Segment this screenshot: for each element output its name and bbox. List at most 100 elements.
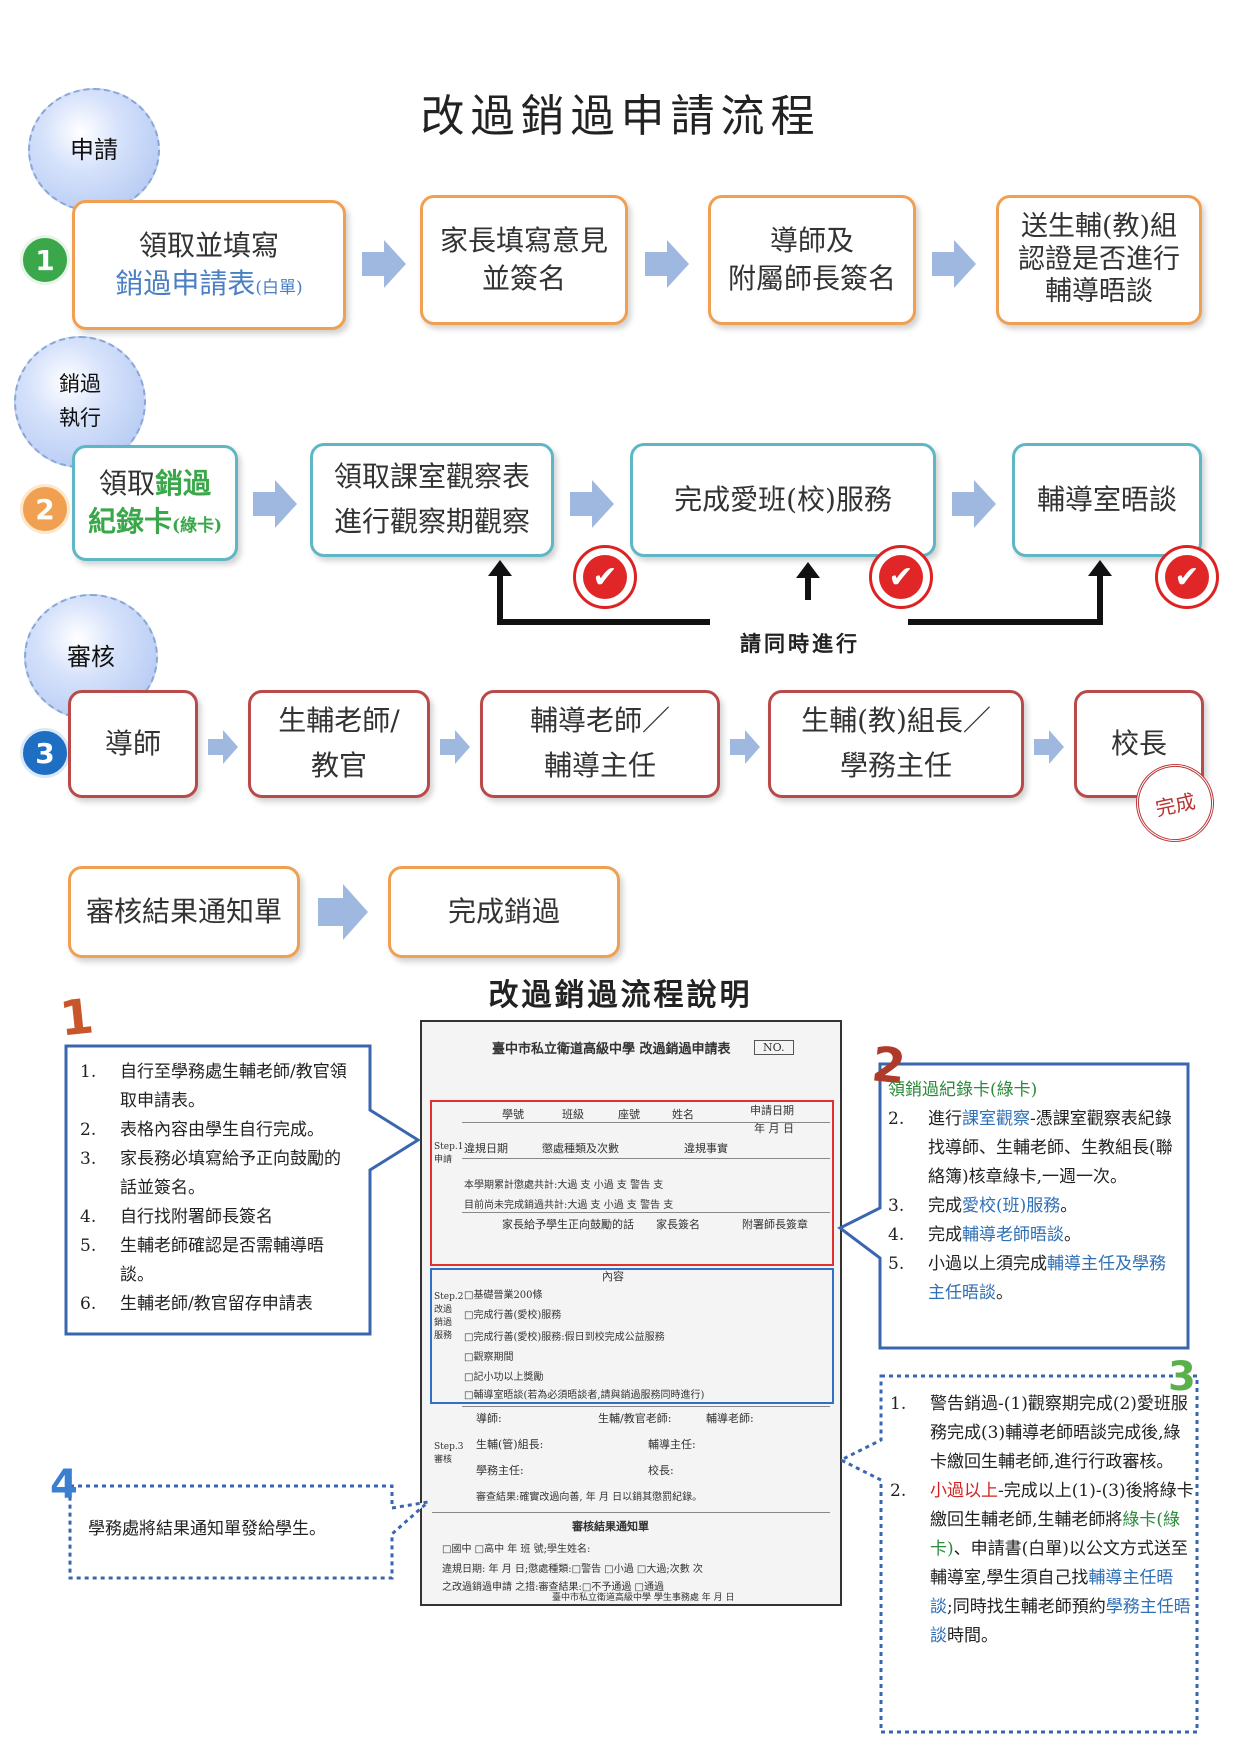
row2-box-observe: 領取課室觀察表 進行觀察期觀察: [310, 443, 554, 557]
note3-list: 1.警告銷過-(1)觀察期完成(2)愛班服務完成(3)輔導老師晤談完成後,綠卡繳…: [890, 1390, 1195, 1651]
form-field: 年 月 日: [754, 1122, 794, 1135]
concurrent-label: 請同時進行: [740, 631, 860, 656]
form-field: 審查結果:確實改過向善, 年 月 日以銷其懲罰紀錄。: [476, 1492, 703, 1503]
row2-box-get-card: 領取銷過 紀錄卡(綠卡): [72, 445, 238, 561]
form-title: 臺中市私立衛道高級中學 改過銷過申請表: [492, 1042, 731, 1057]
row1-box-parent-sign: 家長填寫意見 並簽名: [420, 195, 628, 325]
step-1-badge: 1: [20, 235, 70, 285]
row2-box1-pre: 領取: [98, 467, 155, 501]
list-item: 3.完成愛校(班)服務。: [888, 1196, 1078, 1216]
row1-box-get-form: 領取並填寫 銷過申請表(白單): [72, 200, 346, 330]
explain-title: 改過銷過流程說明: [488, 978, 753, 1013]
list-item: 2.進行課室觀察-憑課室觀察表紀錄找導師、生輔老師、生教組長(聯絡簿)核章綠卡,…: [888, 1109, 1173, 1187]
form-field: 學號: [502, 1108, 524, 1121]
form-step3: Step.3 審核: [434, 1442, 464, 1465]
note1-list: 1.自行至學務處生輔老師/教官領取申請表。 2.表格內容由學生自行完成。 3.家長務…: [80, 1058, 350, 1319]
list-item: 1.警告銷過-(1)觀察期完成(2)愛班服務完成(3)輔導老師晤談完成後,綠卡繳…: [890, 1394, 1188, 1472]
row3-box-discipline: 生輔老師/ 教官: [248, 690, 430, 798]
form-field: 本學期累計懲處共計:大過 支 小過 支 警告 支: [464, 1180, 664, 1191]
note2-lead: 領銷過紀錄卡(綠卡): [888, 1080, 1038, 1100]
form-field: □輔導室晤談(若為必須晤談者,請與銷過服務同時進行): [464, 1390, 705, 1401]
form-step2: Step.2 改過銷過服務: [434, 1292, 464, 1341]
arrow-right-icon: [208, 730, 238, 764]
row4-box-notice: 審核結果通知單: [68, 866, 300, 958]
note4-text: 學務處將結果通知單發給學生。: [88, 1519, 326, 1539]
form-field: 審核結果通知單: [572, 1520, 649, 1533]
form-field: □國中 □高中 年 班 號;學生姓名:: [442, 1544, 591, 1555]
form-field: 校長:: [648, 1464, 674, 1477]
check-icon: ✔: [869, 545, 933, 609]
row1-box-send-office: 送生輔(教)組 認證是否進行 輔導晤談: [996, 195, 1202, 325]
arrow-right-icon: [362, 240, 406, 288]
form-field: 輔導主任:: [648, 1438, 696, 1451]
concurrent-arrows: [488, 560, 1112, 625]
form-field: 之改過銷過申請 之措:審查結果:□不予通過 □通過: [442, 1582, 664, 1593]
application-form-image: 臺中市私立衛道高級中學 改過銷過申請表 NO. Step.1 申請 學號 班級 …: [420, 1020, 842, 1606]
form-field: 臺中市私立衛道高級中學 學生事務處 年 月 日: [552, 1593, 735, 1603]
list-item: 3.家長務必填寫給予正向鼓勵的話並簽名。: [80, 1149, 341, 1198]
form-field: 生輔/教官老師:: [598, 1412, 672, 1425]
form-field: 違規日期: 年 月 日;懲處種類:□警告 □小過 □大過;次數 次: [442, 1564, 703, 1575]
form-field: 違規事實: [684, 1142, 728, 1155]
list-item: 5.小過以上須完成輔導主任及學務主任晤談。: [888, 1254, 1166, 1303]
note4-frame: [68, 1484, 433, 1580]
list-item: 4.完成輔導老師晤談。: [888, 1225, 1081, 1245]
stage-apply-label: 申請: [70, 135, 118, 164]
form-no: NO.: [754, 1040, 794, 1055]
form-field: 目前尚未完成銷過共計:大過 支 小過 支 警告 支: [464, 1200, 674, 1211]
row3-box-teacher: 導師: [68, 690, 198, 798]
arrow-right-icon: [570, 480, 614, 528]
arrow-right-icon: [645, 240, 689, 288]
note2-frame: [837, 1062, 1190, 1350]
form-field: 家長給予學生正向鼓勵的話: [502, 1218, 634, 1231]
note3-badge: 3: [1168, 1354, 1196, 1400]
arrow-right-icon: [440, 730, 470, 764]
note1-frame: [64, 1044, 421, 1336]
arrow-right-icon: [730, 730, 760, 764]
form-field: 違規日期: [464, 1142, 508, 1155]
row2-box-counsel: 輔導室晤談: [1012, 443, 1202, 557]
row1-box1-form-name: 銷過申請表: [115, 267, 256, 300]
stage-apply-bubble: 申請: [28, 88, 160, 212]
list-item: 6.生輔老師/教官留存申請表: [80, 1294, 313, 1314]
list-item: 2.表格內容由學生自行完成。: [80, 1120, 324, 1140]
row2-box1-hl1: 銷過: [155, 467, 212, 501]
note1-badge: 1: [57, 988, 97, 1048]
arrow-right-icon: [952, 480, 996, 528]
form-field: 輔導老師:: [706, 1412, 754, 1425]
form-field: □記小功以上獎勵: [464, 1372, 544, 1383]
form-field: 懲處種類及次數: [542, 1142, 619, 1155]
stage-review-label: 審核: [67, 642, 115, 671]
row2-box1-hl2: 紀錄卡: [87, 505, 172, 538]
arrow-right-icon: [318, 884, 368, 940]
form-field: 座號: [618, 1108, 640, 1121]
arrow-right-icon: [253, 480, 297, 528]
list-item: 1.自行至學務處生輔老師/教官領取申請表。: [80, 1062, 347, 1111]
row1-box-teacher-sign: 導師及 附屬師長簽名: [708, 195, 916, 325]
form-field: 申請日期: [750, 1104, 794, 1117]
form-step2-frame: [430, 1268, 834, 1404]
row1-box1-line1: 領取並填寫: [138, 229, 279, 263]
arrow-right-icon: [1034, 730, 1064, 764]
list-item: 2.小過以上-完成以上(1)-(3)後將綠卡繳回生輔老師,生輔老師將綠卡(綠卡)…: [890, 1481, 1194, 1646]
form-step1-frame: [430, 1100, 834, 1266]
form-field: 生輔(管)組長:: [476, 1438, 544, 1451]
row1-box1-note: (白單): [255, 278, 303, 298]
form-field: □觀察期間: [464, 1352, 514, 1363]
form-field: □完成行善(愛校)服務: [464, 1310, 562, 1321]
stage-execute-label: 銷過 執行: [59, 372, 101, 430]
row3-box-student-affairs: 生輔(教)組長／ 學務主任: [768, 690, 1024, 798]
step-2-badge: 2: [20, 484, 70, 534]
form-field: 導師:: [476, 1412, 502, 1425]
note2-list: 領銷過紀錄卡(綠卡) 2.進行課室觀察-憑課室觀察表紀錄找導師、生輔老師、生教組…: [888, 1076, 1178, 1308]
list-item: 4.自行找附署師長簽名: [80, 1207, 273, 1227]
row2-box1-note: (綠卡): [171, 516, 223, 536]
form-field: □基礎晉業200條: [464, 1290, 543, 1301]
form-field: 姓名: [672, 1108, 694, 1121]
page-title: 改過銷過申請流程: [420, 91, 821, 142]
form-field: 附署師長簽章: [742, 1218, 808, 1231]
step-3-badge: 3: [20, 728, 70, 778]
form-field: 學務主任:: [476, 1464, 524, 1477]
arrow-right-icon: [932, 240, 976, 288]
form-field: 家長簽名: [656, 1218, 700, 1231]
